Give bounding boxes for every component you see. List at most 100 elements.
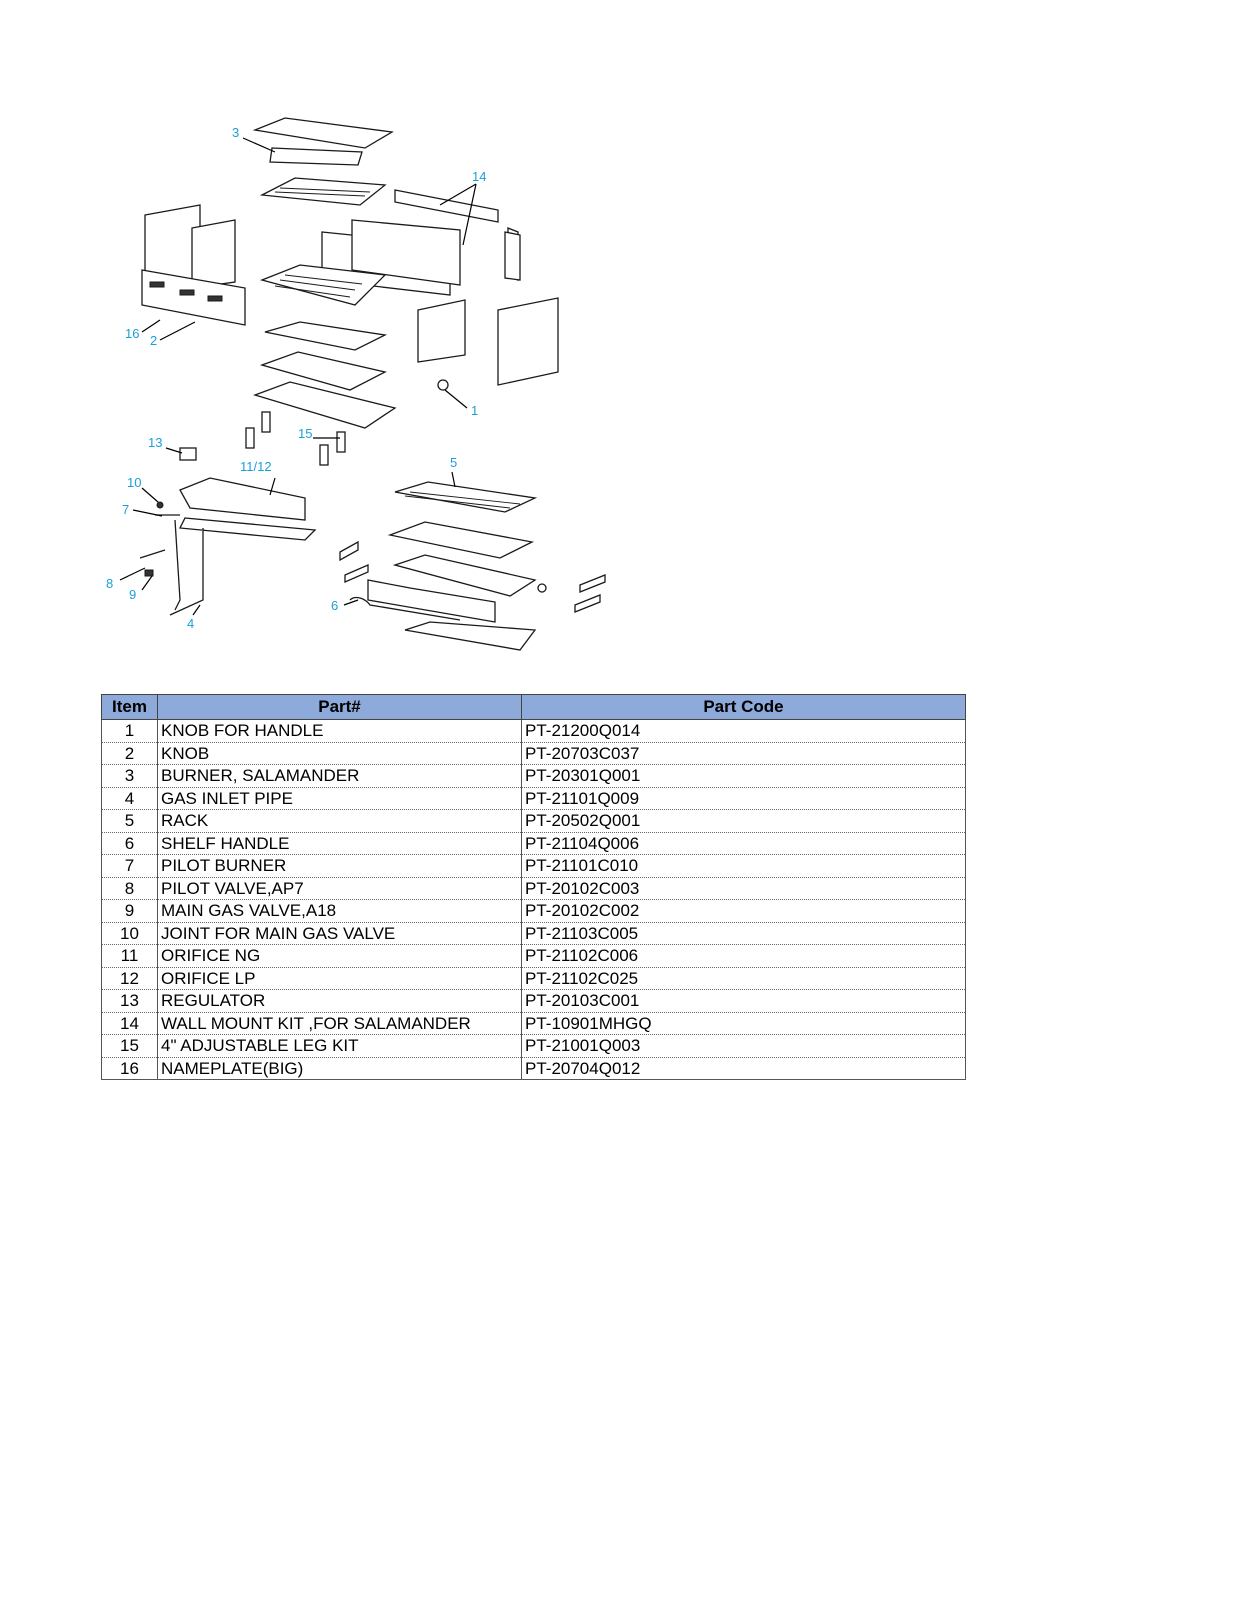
callout-14: 14 <box>472 169 486 184</box>
part-name-cell: NAMEPLATE(BIG) <box>157 1057 522 1080</box>
column-header-part: Part# <box>157 694 522 720</box>
shelf-tray-part <box>392 554 537 597</box>
part-code-cell: PT-21101Q009 <box>521 787 966 810</box>
part-name-cell: BURNER, SALAMANDER <box>157 764 522 788</box>
part-code-cell: PT-20301Q001 <box>521 764 966 788</box>
item-number-cell: 9 <box>101 899 158 923</box>
right-inner-panel-part <box>417 299 466 363</box>
valve-joint-part <box>156 501 164 509</box>
part-code-cell: PT-21102C025 <box>521 967 966 990</box>
left-inner-panel-part <box>191 219 236 289</box>
drip-tray-part <box>264 321 388 351</box>
part-code-cell: PT-10901MHGQ <box>521 1012 966 1035</box>
callout-6: 6 <box>331 598 338 613</box>
callout-9: 9 <box>129 587 136 602</box>
part-name-cell: KNOB FOR HANDLE <box>157 719 522 743</box>
shelf-front-part <box>367 579 496 623</box>
callout-4: 4 <box>187 616 194 631</box>
broiler-grate-part <box>259 264 387 306</box>
item-number-cell: 12 <box>101 967 158 990</box>
part-code-cell: PT-20103C001 <box>521 989 966 1013</box>
item-number-cell: 8 <box>101 877 158 900</box>
part-code-cell: PT-21200Q014 <box>521 719 966 743</box>
part-name-cell: GAS INLET PIPE <box>157 787 522 810</box>
item-number-cell: 4 <box>101 787 158 810</box>
callout-5: 5 <box>450 455 457 470</box>
burner-manifold-part <box>179 477 306 521</box>
wall-mount-bracket-part <box>394 189 499 223</box>
gas-inlet-pipe-part <box>169 519 204 616</box>
column-header-part-code: Part Code <box>521 694 966 720</box>
bottom-tray-part <box>404 621 537 651</box>
leg-part <box>336 431 346 453</box>
callout-2: 2 <box>150 333 157 348</box>
part-name-cell: RACK <box>157 809 522 833</box>
item-number-cell: 3 <box>101 764 158 788</box>
part-name-cell: ORIFICE NG <box>157 944 522 968</box>
callout-13: 13 <box>148 435 162 450</box>
callout-8: 8 <box>106 576 113 591</box>
item-number-cell: 16 <box>101 1057 158 1080</box>
item-number-cell: 2 <box>101 742 158 765</box>
shelf-frame-part <box>252 381 397 429</box>
part-code-cell: PT-20703C037 <box>521 742 966 765</box>
item-number-cell: 1 <box>101 719 158 743</box>
item-number-cell: 5 <box>101 809 158 833</box>
callout-7: 7 <box>122 502 129 517</box>
item-number-cell: 11 <box>101 944 158 968</box>
part-name-cell: JOINT FOR MAIN GAS VALVE <box>157 922 522 945</box>
part-code-cell: PT-20502Q001 <box>521 809 966 833</box>
part-code-cell: PT-21104Q006 <box>521 832 966 855</box>
part-name-cell: WALL MOUNT KIT ,FOR SALAMANDER <box>157 1012 522 1035</box>
part-code-cell: PT-20102C002 <box>521 899 966 923</box>
part-code-cell: PT-21102C006 <box>521 944 966 968</box>
exploded-parts-diagram: 3 14 16 2 1 13 15 11/12 10 5 7 8 9 6 4 <box>100 110 620 670</box>
part-name-cell: REGULATOR <box>157 989 522 1013</box>
exploded-view-drawing: 3 14 16 2 1 13 15 11/12 10 5 7 8 9 6 4 <box>106 117 606 651</box>
callout-15: 15 <box>298 426 312 441</box>
regulator-part <box>179 447 197 461</box>
part-name-cell: KNOB <box>157 742 522 765</box>
callout-16: 16 <box>125 326 139 341</box>
callout-1: 1 <box>471 403 478 418</box>
part-name-cell: 4" ADJUSTABLE LEG KIT <box>157 1034 522 1058</box>
burner-tray-part <box>259 177 387 206</box>
leg-part <box>319 444 329 466</box>
item-number-cell: 6 <box>101 832 158 855</box>
pilot-valve-part <box>139 549 166 559</box>
handle-knob-part <box>437 379 449 391</box>
part-name-cell: ORIFICE LP <box>157 967 522 990</box>
table-header-row: Item Part# Part Code <box>101 694 966 720</box>
item-number-cell: 10 <box>101 922 158 945</box>
item-number-cell: 7 <box>101 854 158 878</box>
part-name-cell: PILOT BURNER <box>157 854 522 878</box>
crumb-tray-part <box>259 351 387 391</box>
control-panel-part <box>141 269 246 326</box>
manifold-tray-part <box>178 517 317 541</box>
right-side-panel-part <box>497 297 559 386</box>
rear-panel-part <box>351 219 461 286</box>
part-code-cell: PT-21101C010 <box>521 854 966 878</box>
part-name-cell: PILOT VALVE,AP7 <box>157 877 522 900</box>
part-name-cell: SHELF HANDLE <box>157 832 522 855</box>
rack-part <box>394 481 538 513</box>
part-name-cell: MAIN GAS VALVE,A18 <box>157 899 522 923</box>
callout-3: 3 <box>232 125 239 140</box>
item-number-cell: 14 <box>101 1012 158 1035</box>
leg-part <box>261 411 271 433</box>
